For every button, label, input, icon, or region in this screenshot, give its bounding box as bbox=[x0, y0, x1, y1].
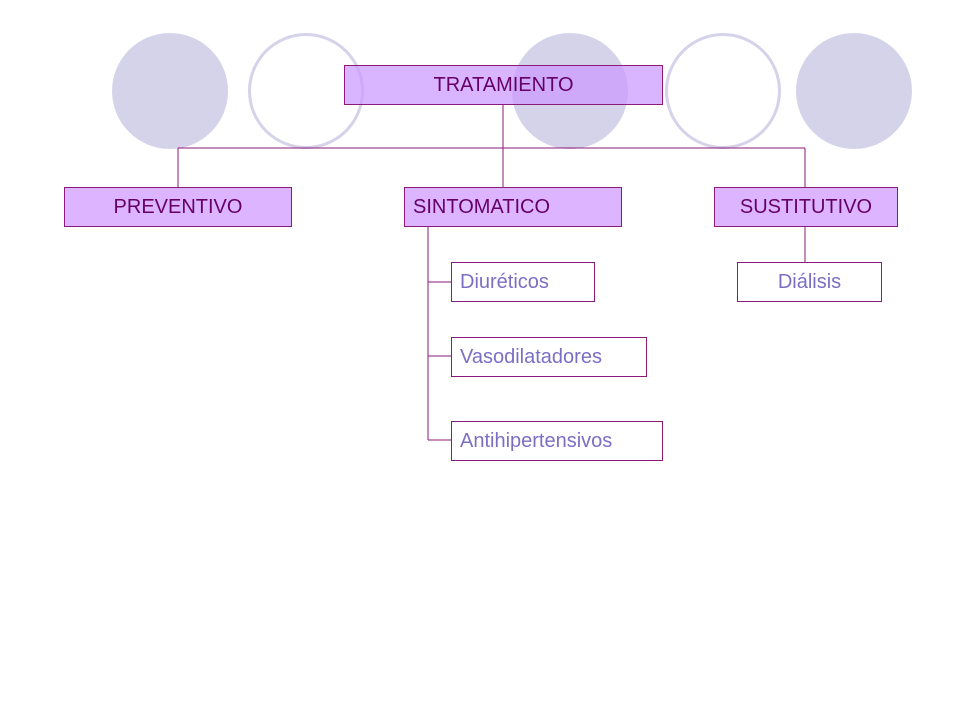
decorative-circle-filled-3 bbox=[796, 33, 912, 149]
leaf-node-label: Vasodilatadores bbox=[460, 346, 602, 368]
root-node-tratamiento: TRATAMIENTO bbox=[344, 65, 663, 105]
leaf-node-label: Diálisis bbox=[777, 271, 842, 293]
category-node-label: SUSTITUTIVO bbox=[739, 196, 873, 218]
leaf-node-label: Antihipertensivos bbox=[460, 430, 613, 452]
root-node-label: TRATAMIENTO bbox=[433, 74, 574, 96]
category-node-label: SINTOMATICO bbox=[413, 196, 551, 218]
leaf-node-vasodilatadores: Vasodilatadores bbox=[451, 337, 647, 377]
category-node-preventivo: PREVENTIVO bbox=[64, 187, 292, 227]
leaf-node-dialisis: Diálisis bbox=[737, 262, 882, 302]
category-node-sustitutivo: SUSTITUTIVO bbox=[714, 187, 898, 227]
leaf-node-label: Diuréticos bbox=[460, 271, 549, 293]
leaf-node-antihipertensivos: Antihipertensivos bbox=[451, 421, 663, 461]
category-node-sintomatico: SINTOMATICO bbox=[404, 187, 622, 227]
leaf-node-diureticos: Diuréticos bbox=[451, 262, 595, 302]
category-node-label: PREVENTIVO bbox=[113, 196, 243, 218]
decorative-circle-filled-1 bbox=[112, 33, 228, 149]
